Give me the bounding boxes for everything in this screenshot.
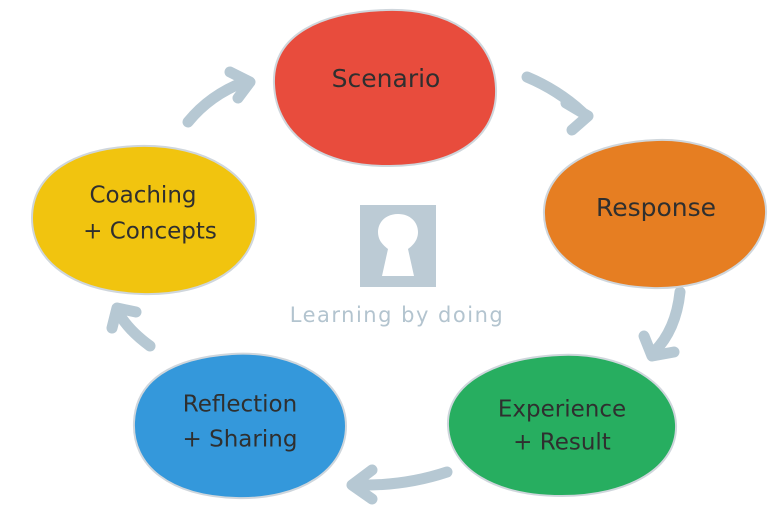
node-experience-label-line2: + Result [513, 430, 611, 456]
node-coaching-label-line1: Coaching [89, 183, 196, 209]
arrow-reflection-to-coaching [106, 302, 156, 352]
node-response: Response [542, 138, 768, 290]
node-reflection-shape [132, 352, 348, 500]
arrow-experience-to-reflection [346, 464, 453, 505]
keyhole-icon [360, 205, 436, 287]
node-coaching-label-line2: + Concepts [83, 219, 217, 245]
node-response-label: Response [596, 193, 716, 222]
node-experience-shape [446, 353, 678, 498]
cycle-arrows [106, 66, 686, 505]
diagram-caption: Learning by doing [290, 303, 504, 327]
node-reflection-label-line2: + Sharing [183, 427, 298, 453]
node-scenario-label: Scenario [332, 64, 441, 93]
node-experience-label-line1: Experience [498, 397, 626, 423]
arrow-scenario-to-response [521, 71, 594, 136]
arrow-response-to-experience [638, 286, 686, 362]
node-response-shape [542, 138, 768, 290]
node-scenario-shape [272, 8, 498, 168]
node-reflection-label-line1: Reflection [183, 392, 297, 418]
node-coaching: Coaching + Concepts [30, 144, 258, 296]
node-reflection: Reflection + Sharing [132, 352, 348, 500]
node-coaching-shape [30, 144, 258, 296]
node-scenario: Scenario [272, 8, 498, 168]
keyhole-icon-cutout [378, 214, 418, 276]
node-experience: Experience + Result [446, 353, 678, 498]
arrow-coaching-to-scenario [182, 66, 256, 128]
